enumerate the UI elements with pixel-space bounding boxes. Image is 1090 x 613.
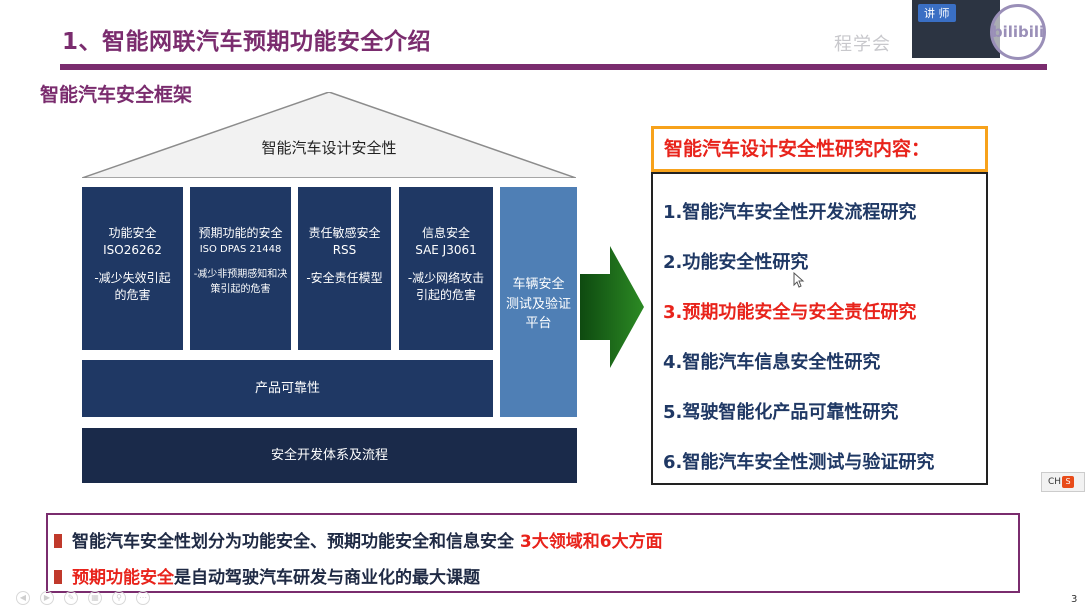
zoom-icon[interactable]: ⚲ (112, 591, 126, 605)
pillar-standard: ISO26262 (103, 243, 162, 258)
bullet-square-icon (54, 534, 62, 548)
pillar-desc: -减少网络攻击 (407, 270, 485, 285)
summary-highlight: 预期功能安全 (72, 568, 174, 588)
pillar-standard: SAE J3061 (415, 243, 477, 258)
framework-roof (82, 92, 576, 178)
pillar-line: 车辆安全 (512, 277, 565, 292)
product-reliability-band: 产品可靠性 (82, 360, 493, 417)
research-panel-title: 智能汽车设计安全性研究内容： (651, 126, 988, 172)
pillar-cybersecurity: 信息安全 SAE J3061 -减少网络攻击 引起的危害 (399, 187, 493, 350)
grid-icon[interactable]: ▦ (88, 591, 102, 605)
pillar-desc: -安全责任模型 (306, 270, 383, 285)
pillar-desc: -减少失效引起 (94, 270, 171, 285)
pillar-test-platform: 车辆安全 测试及验证 平台 (500, 187, 577, 417)
research-item: 1.智能汽车安全性开发流程研究 (663, 202, 917, 223)
pillar-name: 信息安全 (421, 226, 470, 240)
development-process-base: 安全开发体系及流程 (82, 428, 577, 483)
pillar-line: 平台 (525, 316, 552, 331)
page-number: 3 (1071, 594, 1078, 605)
pillar-desc: -减少非预期感知和决 (193, 269, 288, 281)
summary-text: 智能汽车安全性划分为功能安全、预期功能安全和信息安全 (72, 532, 514, 552)
summary-bullet: 智能汽车安全性划分为功能安全、预期功能安全和信息安全 3大领域和6大方面 (54, 527, 663, 552)
sogou-icon: S (1062, 476, 1074, 488)
research-item: 6.智能汽车安全性测试与验证研究 (663, 452, 935, 473)
summary-box: 智能汽车安全性划分为功能安全、预期功能安全和信息安全 3大领域和6大方面 预期功… (46, 513, 1020, 593)
webcam-preview: 讲 师 (912, 0, 1000, 58)
pillar-sotif: 预期功能的安全 ISO DPAS 21448 -减少非预期感知和决 策引起的危害 (190, 187, 291, 350)
ch-label: CH (1048, 477, 1062, 487)
pillar-functional-safety: 功能安全 ISO26262 -减少失效引起 的危害 (82, 187, 183, 350)
pillar-desc: 的危害 (114, 288, 151, 303)
research-item: 5.驾驶智能化产品可靠性研究 (663, 402, 899, 423)
pillar-name: 功能安全 (108, 226, 157, 240)
slideshow-controls: ◀ ▶ ✎ ▦ ⚲ ⋯ (16, 591, 150, 605)
pillar-desc: 引起的危害 (415, 288, 476, 303)
pillar-line: 测试及验证 (505, 296, 571, 312)
speaker-badge: 讲 师 (918, 4, 956, 22)
mouse-cursor-icon (793, 272, 805, 288)
title-divider (60, 64, 1047, 70)
pillar-rss: 责任敏感安全 RSS -安全责任模型 (298, 187, 391, 350)
bilibili-watermark: bilibili (990, 4, 1046, 60)
right-arrow-icon (580, 246, 644, 368)
pen-icon[interactable]: ✎ (64, 591, 78, 605)
input-method-indicator[interactable]: CH S (1041, 472, 1085, 492)
slide-title: 1、智能网联汽车预期功能安全介绍 (62, 29, 432, 55)
research-item-highlighted: 3.预期功能安全与安全责任研究 (663, 302, 917, 323)
webcam-overlay-text: 程学会 (834, 34, 891, 55)
research-item: 2.功能安全性研究 (663, 252, 809, 273)
summary-highlight: 3大领域和6大方面 (519, 532, 663, 552)
pillar-standard: ISO DPAS 21448 (199, 244, 282, 256)
summary-text: 是自动驾驶汽车研发与商业化的最大课题 (174, 568, 480, 588)
research-item: 4.智能汽车信息安全性研究 (663, 352, 881, 373)
more-icon[interactable]: ⋯ (136, 591, 150, 605)
pillar-desc: 策引起的危害 (210, 284, 271, 296)
next-slide-icon[interactable]: ▶ (40, 591, 54, 605)
bullet-square-icon (54, 570, 62, 584)
pillar-standard: RSS (332, 243, 357, 258)
pillar-name: 预期功能的安全 (198, 226, 283, 240)
prev-slide-icon[interactable]: ◀ (16, 591, 30, 605)
pillar-name: 责任敏感安全 (308, 226, 381, 240)
summary-bullet: 预期功能安全是自动驾驶汽车研发与商业化的最大课题 (54, 563, 480, 588)
research-panel: 1.智能汽车安全性开发流程研究 2.功能安全性研究 3.预期功能安全与安全责任研… (651, 172, 988, 485)
roof-label: 智能汽车设计安全性 (261, 139, 397, 157)
slide-subtitle: 智能汽车安全框架 (40, 84, 193, 106)
